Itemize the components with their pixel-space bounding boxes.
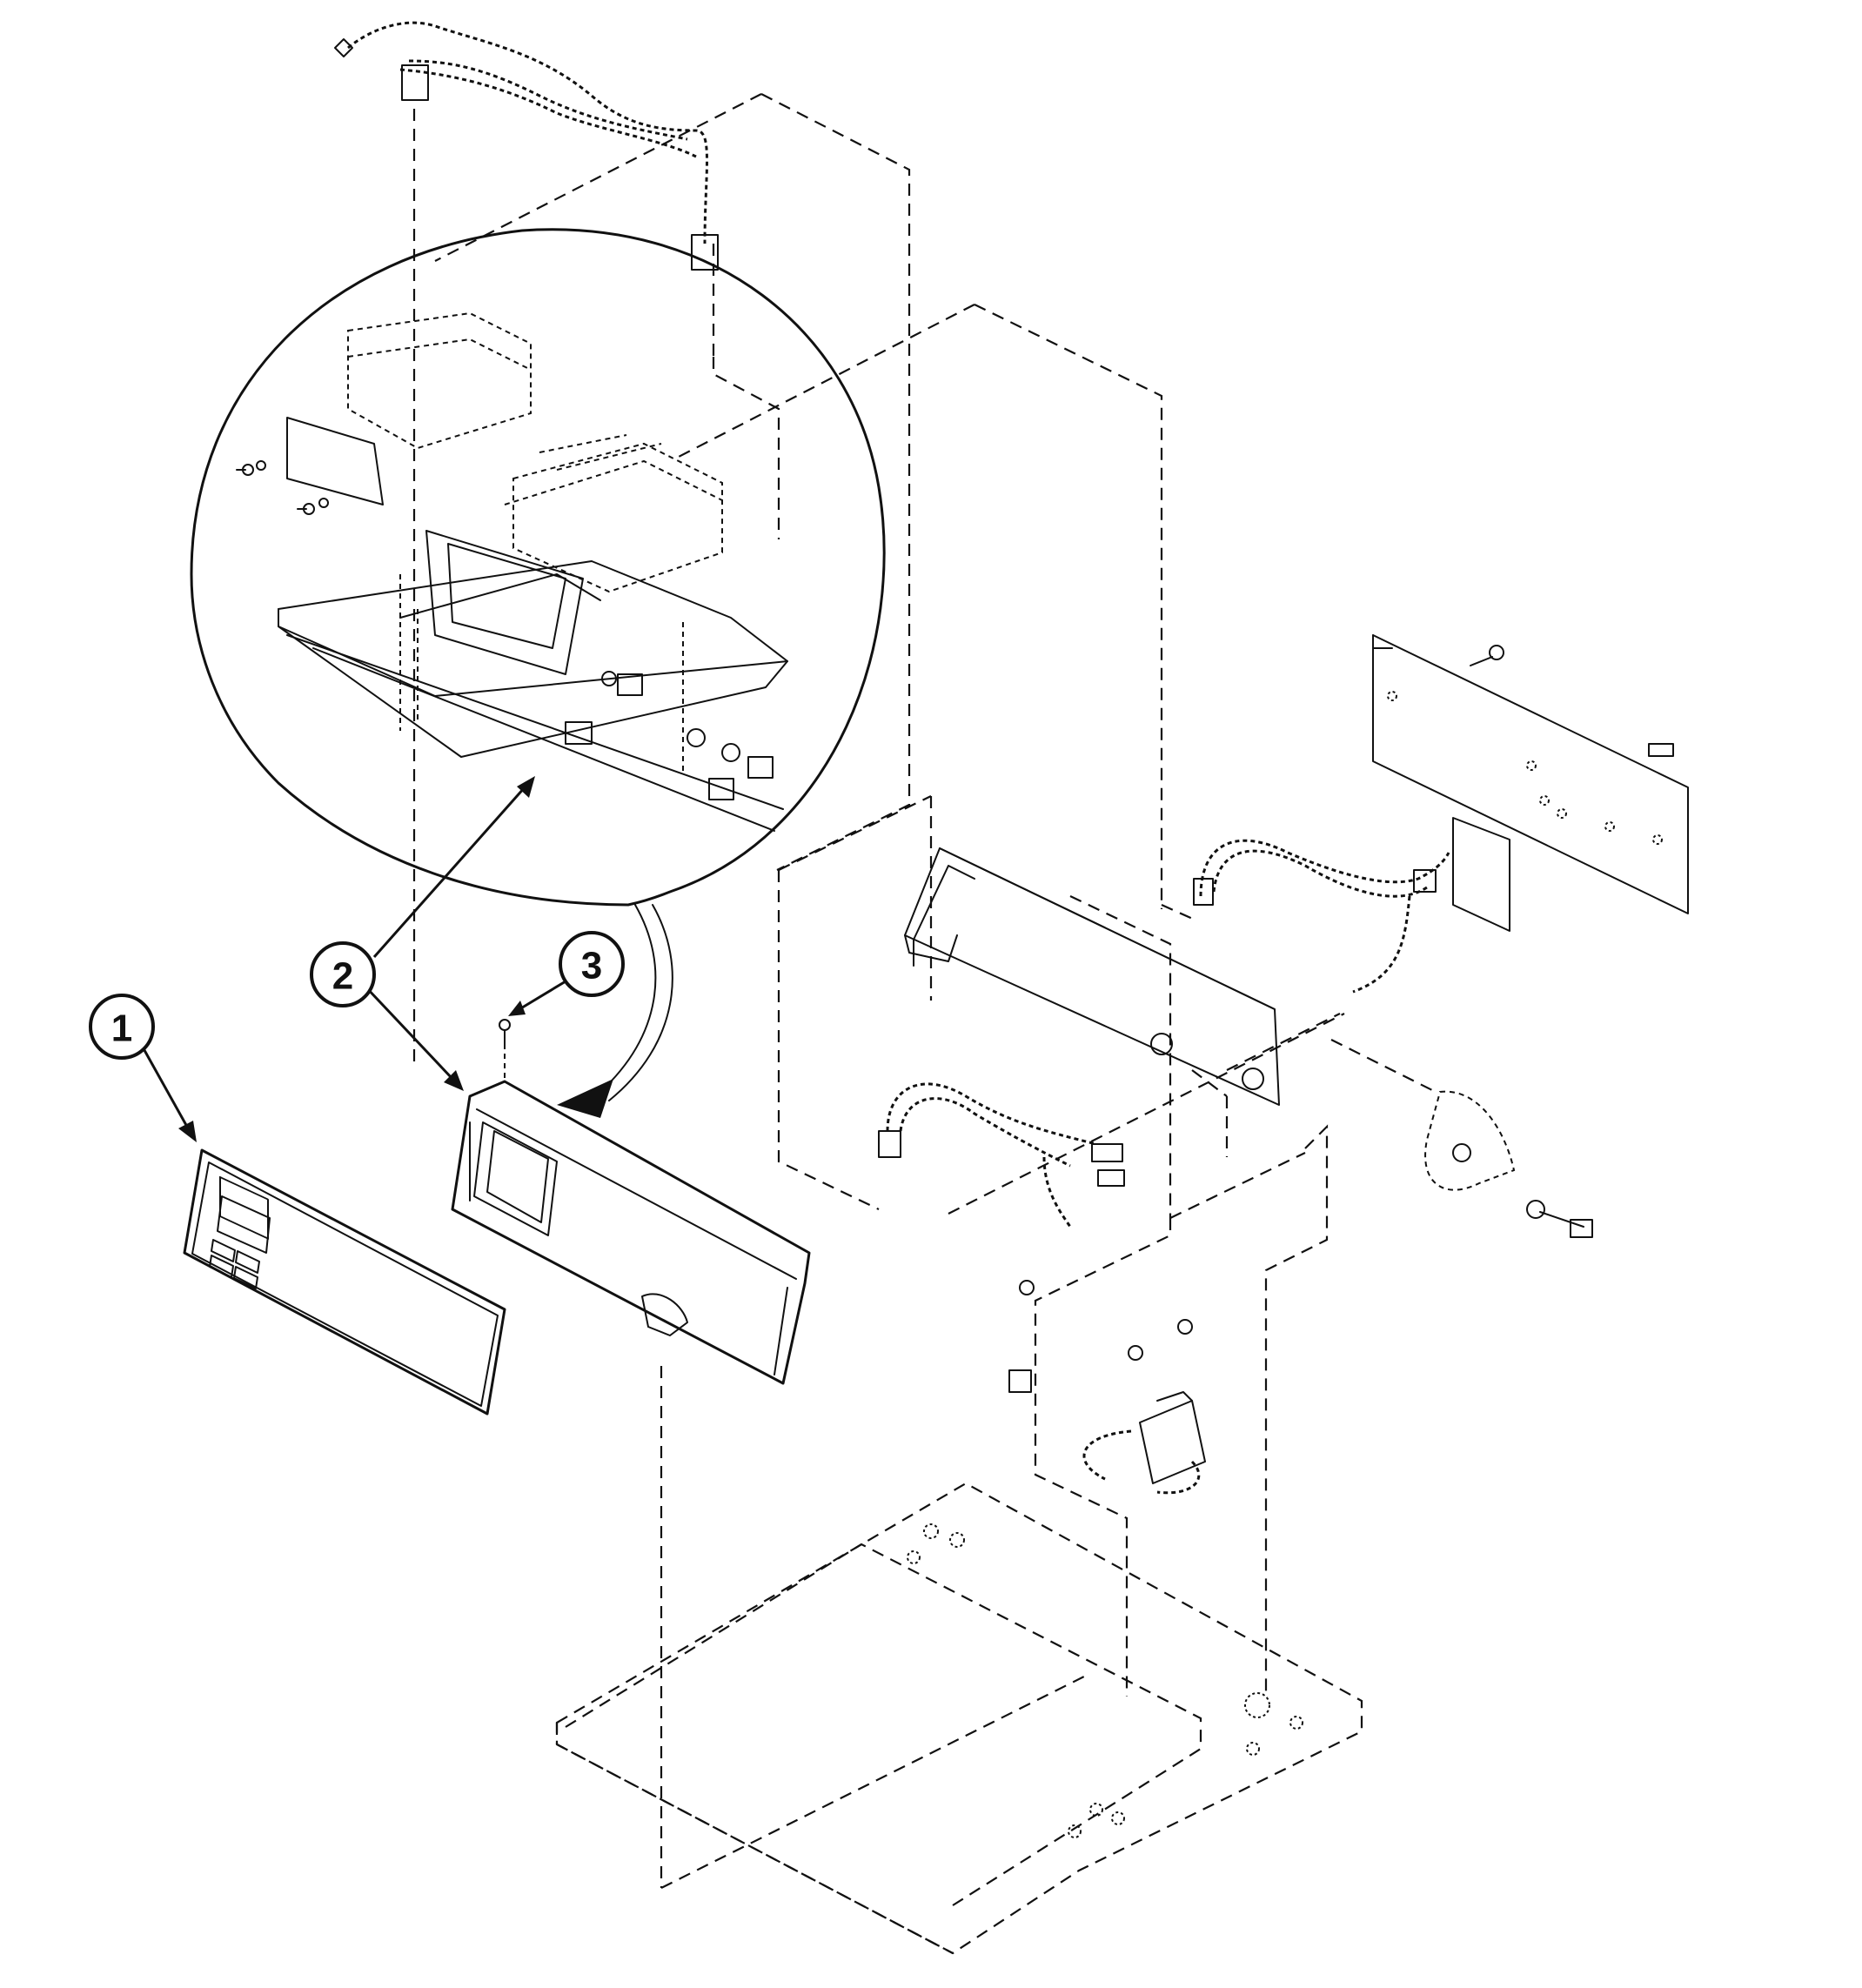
base-plate [555,1482,1363,1955]
callout-1: 1 [89,994,197,1142]
callout-3: 3 [508,931,625,1016]
dashed-outlines [412,93,1437,1889]
middle-wire-harness [878,1082,1125,1228]
top-wire-harness [334,21,719,271]
overlay-panel [183,1148,506,1416]
console-frame [904,847,1280,1106]
screw [499,1019,511,1079]
back-panel [1372,634,1689,932]
side-bracket [1424,1090,1593,1238]
callout-1-label: 1 [111,1007,132,1050]
relay-group [1008,1280,1206,1495]
callout-2: 2 [310,776,535,1091]
magnify-arrow [557,904,673,1118]
callout-3-label: 3 [581,945,602,987]
detail-circle [190,228,886,907]
console-panel [451,1080,811,1385]
callout-2-label: 2 [332,955,353,998]
right-wire-harness [1193,839,1450,994]
